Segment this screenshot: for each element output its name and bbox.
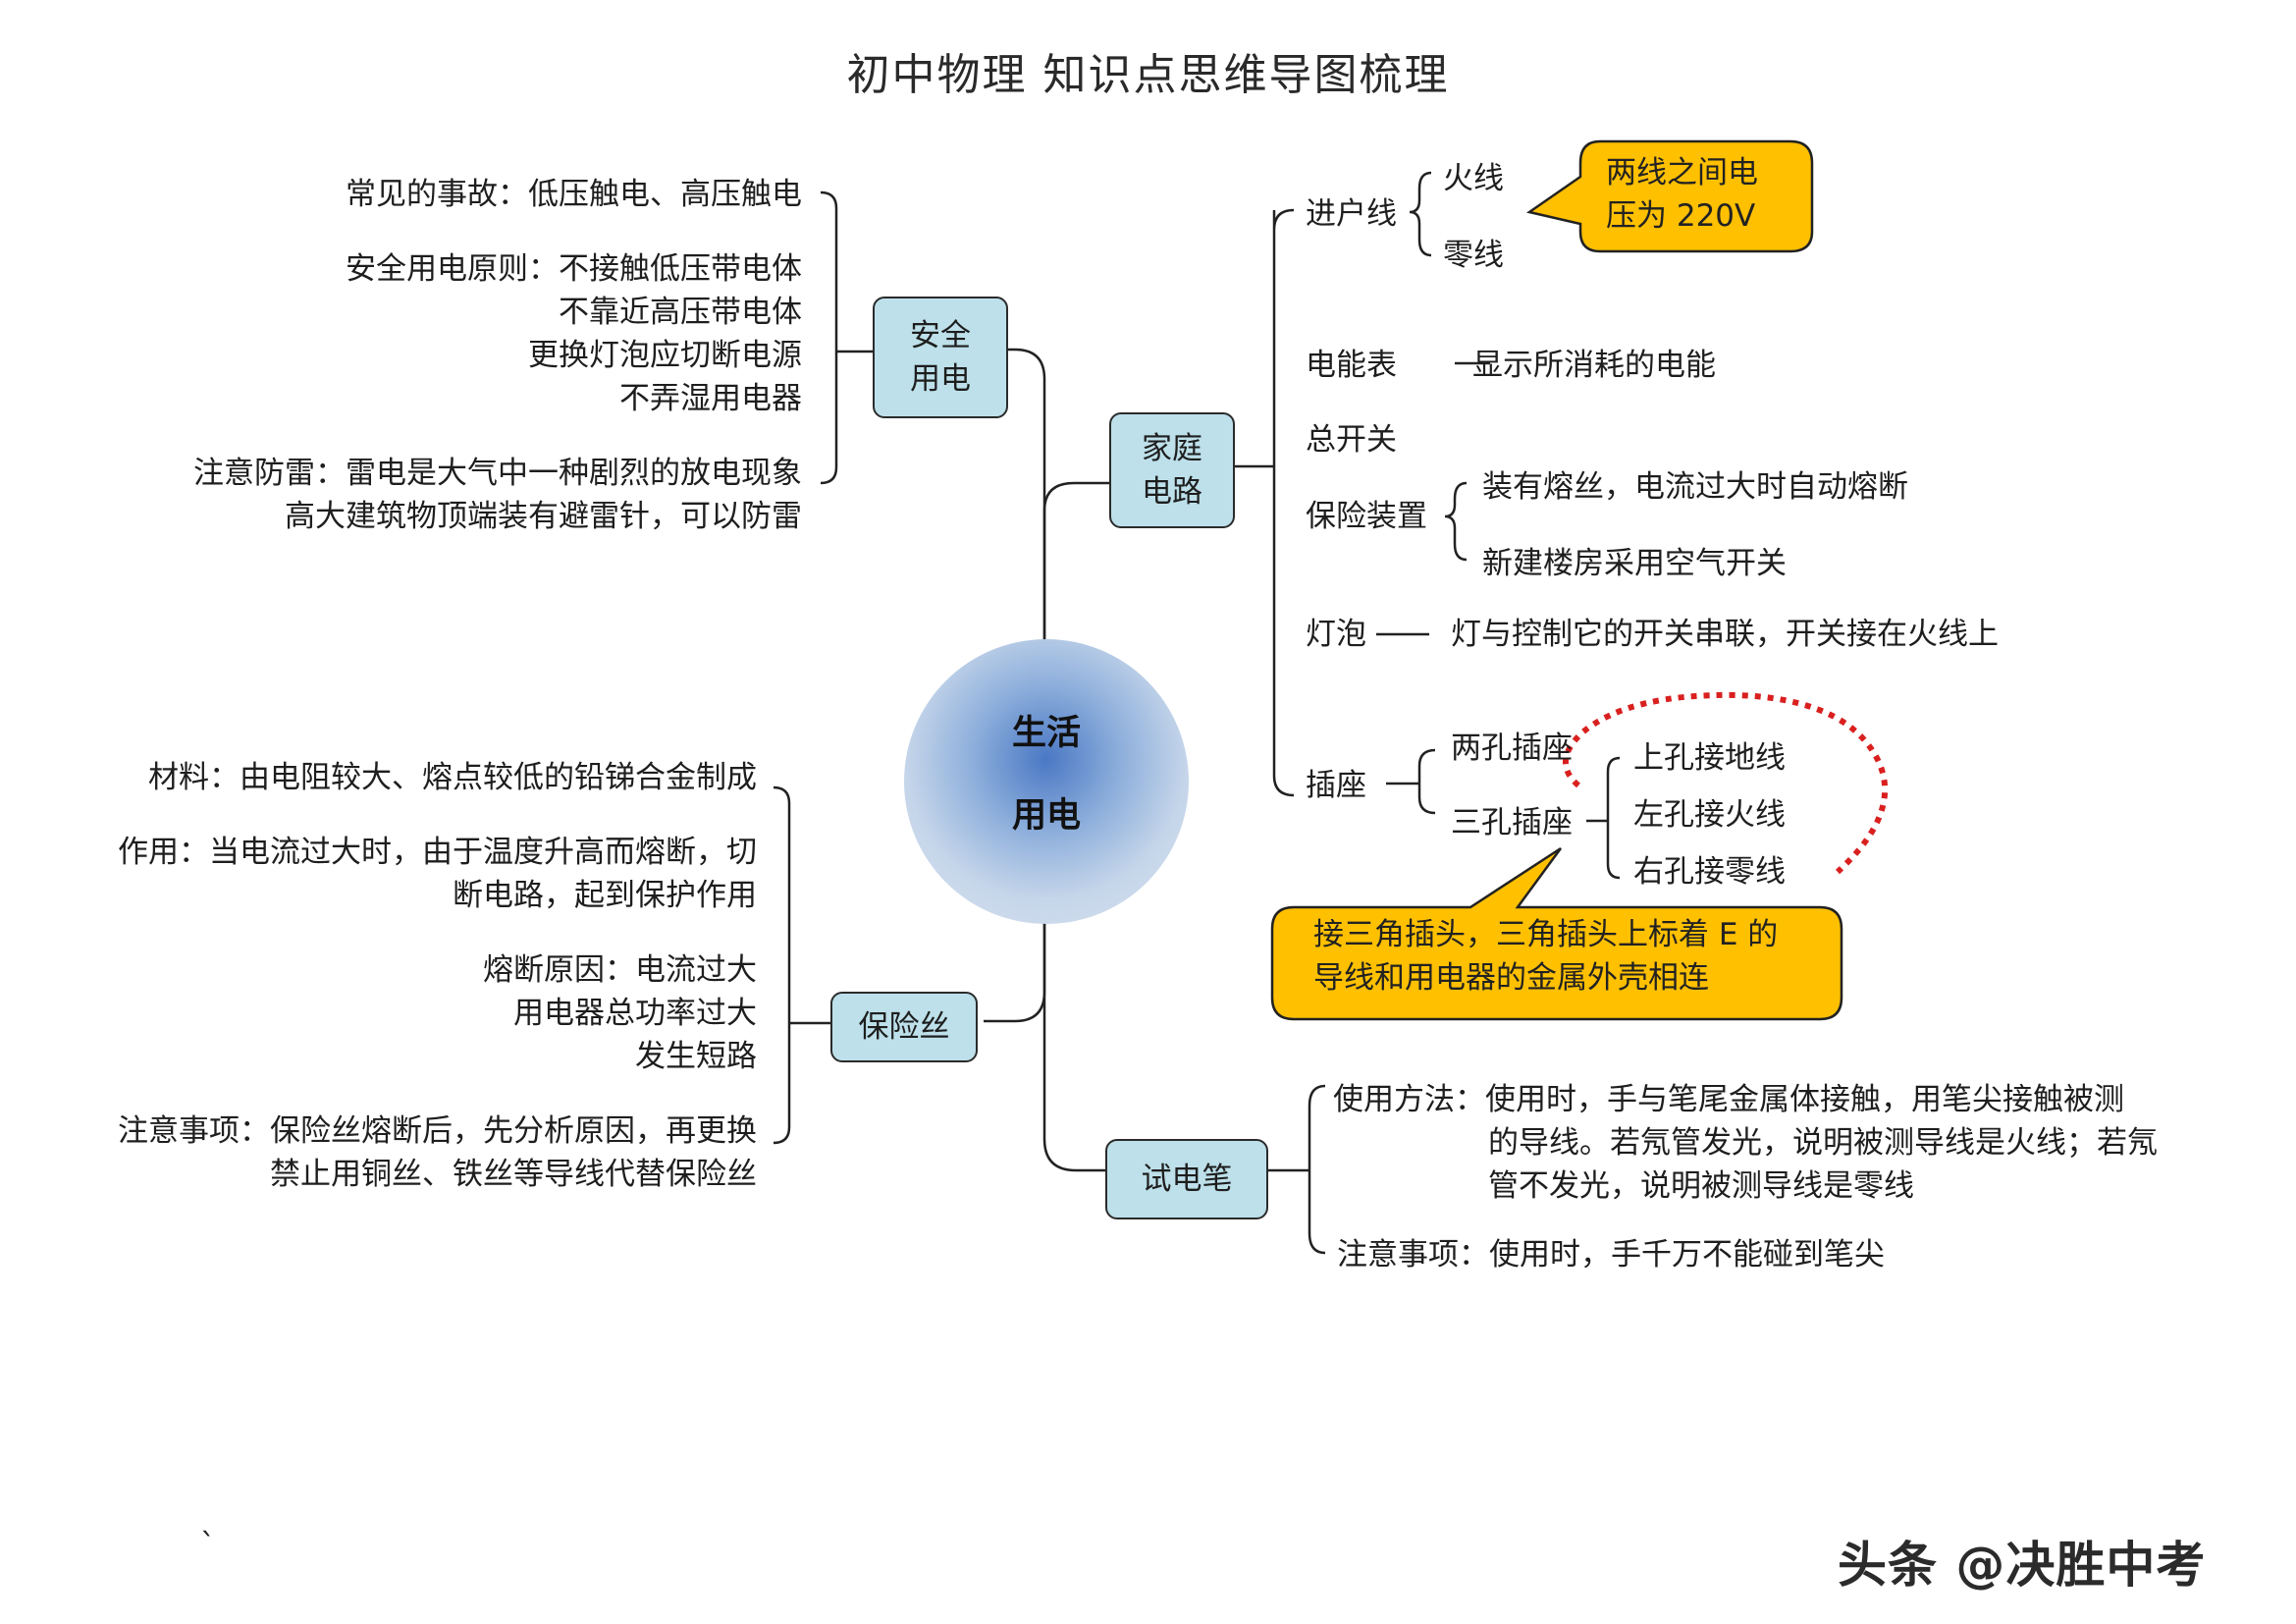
home-socket: 插座 (1306, 768, 1366, 803)
topic-safe-label-2: 用电 (910, 361, 971, 397)
bracket-pen (1308, 1084, 1326, 1255)
fuse-cause-1: 熔断原因：电流过大 (483, 952, 757, 988)
home-neutral-wire: 零线 (1443, 238, 1504, 273)
fuse-function-1: 作用：当电流过大时，由于温度升高而熔断，切 (118, 835, 757, 870)
plug-callout-shape (1270, 846, 1843, 1021)
trunk-safe (1005, 348, 1046, 640)
home-meter-desc: 显示所消耗的电能 (1472, 348, 1716, 383)
trunk-home (1042, 481, 1109, 640)
center-node (904, 639, 1189, 924)
pen-usage-1: 使用方法：使用时，手与笔尾金属体接触，用笔尖接触被测 (1333, 1082, 2124, 1117)
home-two-hole-socket: 两孔插座 (1451, 731, 1573, 766)
socket-left-hole: 左孔接火线 (1633, 797, 1786, 833)
center-label-line1: 生活 (1011, 714, 1081, 753)
topic-safe-label-1: 安全 (910, 318, 971, 353)
bracket-fuse (773, 785, 791, 1145)
fuse-function-2: 断电路，起到保护作用 (453, 878, 757, 913)
voltage-callout-shape (1525, 139, 1814, 253)
home-protection: 保险装置 (1306, 499, 1427, 534)
home-main-switch: 总开关 (1306, 422, 1397, 458)
pen-caution: 注意事项：使用时，手千万不能碰到笔尖 (1337, 1237, 1885, 1272)
topic-home-circuit: 家庭 电路 (1109, 412, 1235, 528)
plug-callout-line1: 接三角插头，三角插头上标着 E 的 (1313, 917, 1779, 952)
home-bulb: 灯泡 (1306, 617, 1366, 652)
topic-pen-label: 试电笔 (1141, 1162, 1233, 1197)
home-bulb-desc: 灯与控制它的开关串联，开关接在火线上 (1451, 617, 1999, 652)
home-meter: 电能表 (1306, 348, 1397, 383)
trunk-fuse (984, 923, 1046, 1023)
pen-usage-3: 管不发光，说明被测导线是零线 (1488, 1168, 1914, 1204)
home-protection-item-1: 装有熔丝，电流过大时自动熔断 (1482, 469, 1908, 505)
fuse-notes-2: 禁止用铜丝、铁丝等导线代替保险丝 (270, 1157, 757, 1192)
topic-safe-electricity: 安全 用电 (873, 297, 1008, 418)
plug-callout-line2: 导线和用电器的金属外壳相连 (1313, 960, 1709, 996)
socket-top-hole: 上孔接地线 (1633, 740, 1786, 776)
bracket-safe (820, 190, 838, 485)
topic-test-pen: 试电笔 (1105, 1139, 1268, 1219)
brace-protection (1444, 481, 1468, 562)
voltage-callout-line1: 两线之间电 (1606, 155, 1758, 190)
home-three-hole-socket: 三孔插座 (1451, 805, 1573, 840)
page-title: 初中物理 知识点思维导图梳理 (846, 50, 1450, 100)
socket-right-hole: 右孔接零线 (1633, 854, 1786, 890)
watermark: 头条 @决胜中考 (1838, 1537, 2207, 1594)
safe-principle-3: 更换灯泡应切断电源 (528, 338, 802, 373)
stray-mark: ` (200, 1528, 216, 1563)
safe-accidents: 常见的事故：低压触电、高压触电 (346, 177, 802, 212)
bracket-home (1272, 208, 1295, 797)
topic-fuse: 保险丝 (830, 992, 978, 1062)
pen-usage-2: 的导线。若氖管发光，说明被测导线是火线；若氖 (1488, 1125, 2158, 1161)
safe-principle-4: 不弄湿用电器 (619, 381, 802, 416)
topic-fuse-label: 保险丝 (858, 1009, 950, 1045)
topic-home-label-2: 电路 (1142, 474, 1202, 510)
center-label-line2: 用电 (1011, 796, 1081, 836)
voltage-callout-line2: 压为 220V (1606, 198, 1756, 234)
dotted-annotation (1562, 691, 1889, 875)
safe-lightning-2: 高大建筑物顶端装有避雷针，可以防雷 (285, 499, 802, 534)
safe-principle-2: 不靠近高压带电体 (559, 295, 802, 330)
home-live-wire: 火线 (1443, 161, 1504, 196)
home-service-line: 进户线 (1306, 196, 1397, 232)
fuse-notes-1: 注意事项：保险丝熔断后，先分析原因，再更换 (118, 1113, 757, 1149)
fuse-cause-2: 用电器总功率过大 (513, 996, 757, 1031)
safe-principle-1: 安全用电原则：不接触低压带电体 (346, 251, 802, 287)
fuse-material: 材料：由电阻较大、熔点较低的铅锑合金制成 (148, 760, 757, 795)
fuse-cause-3: 发生短路 (635, 1039, 757, 1074)
safe-lightning-1: 注意防雷：雷电是大气中一种剧烈的放电现象 (193, 456, 802, 491)
trunk-pen (1042, 923, 1105, 1172)
brace-service-line (1409, 171, 1432, 257)
home-protection-item-2: 新建楼房采用空气开关 (1482, 546, 1787, 581)
topic-home-label-1: 家庭 (1142, 431, 1202, 466)
